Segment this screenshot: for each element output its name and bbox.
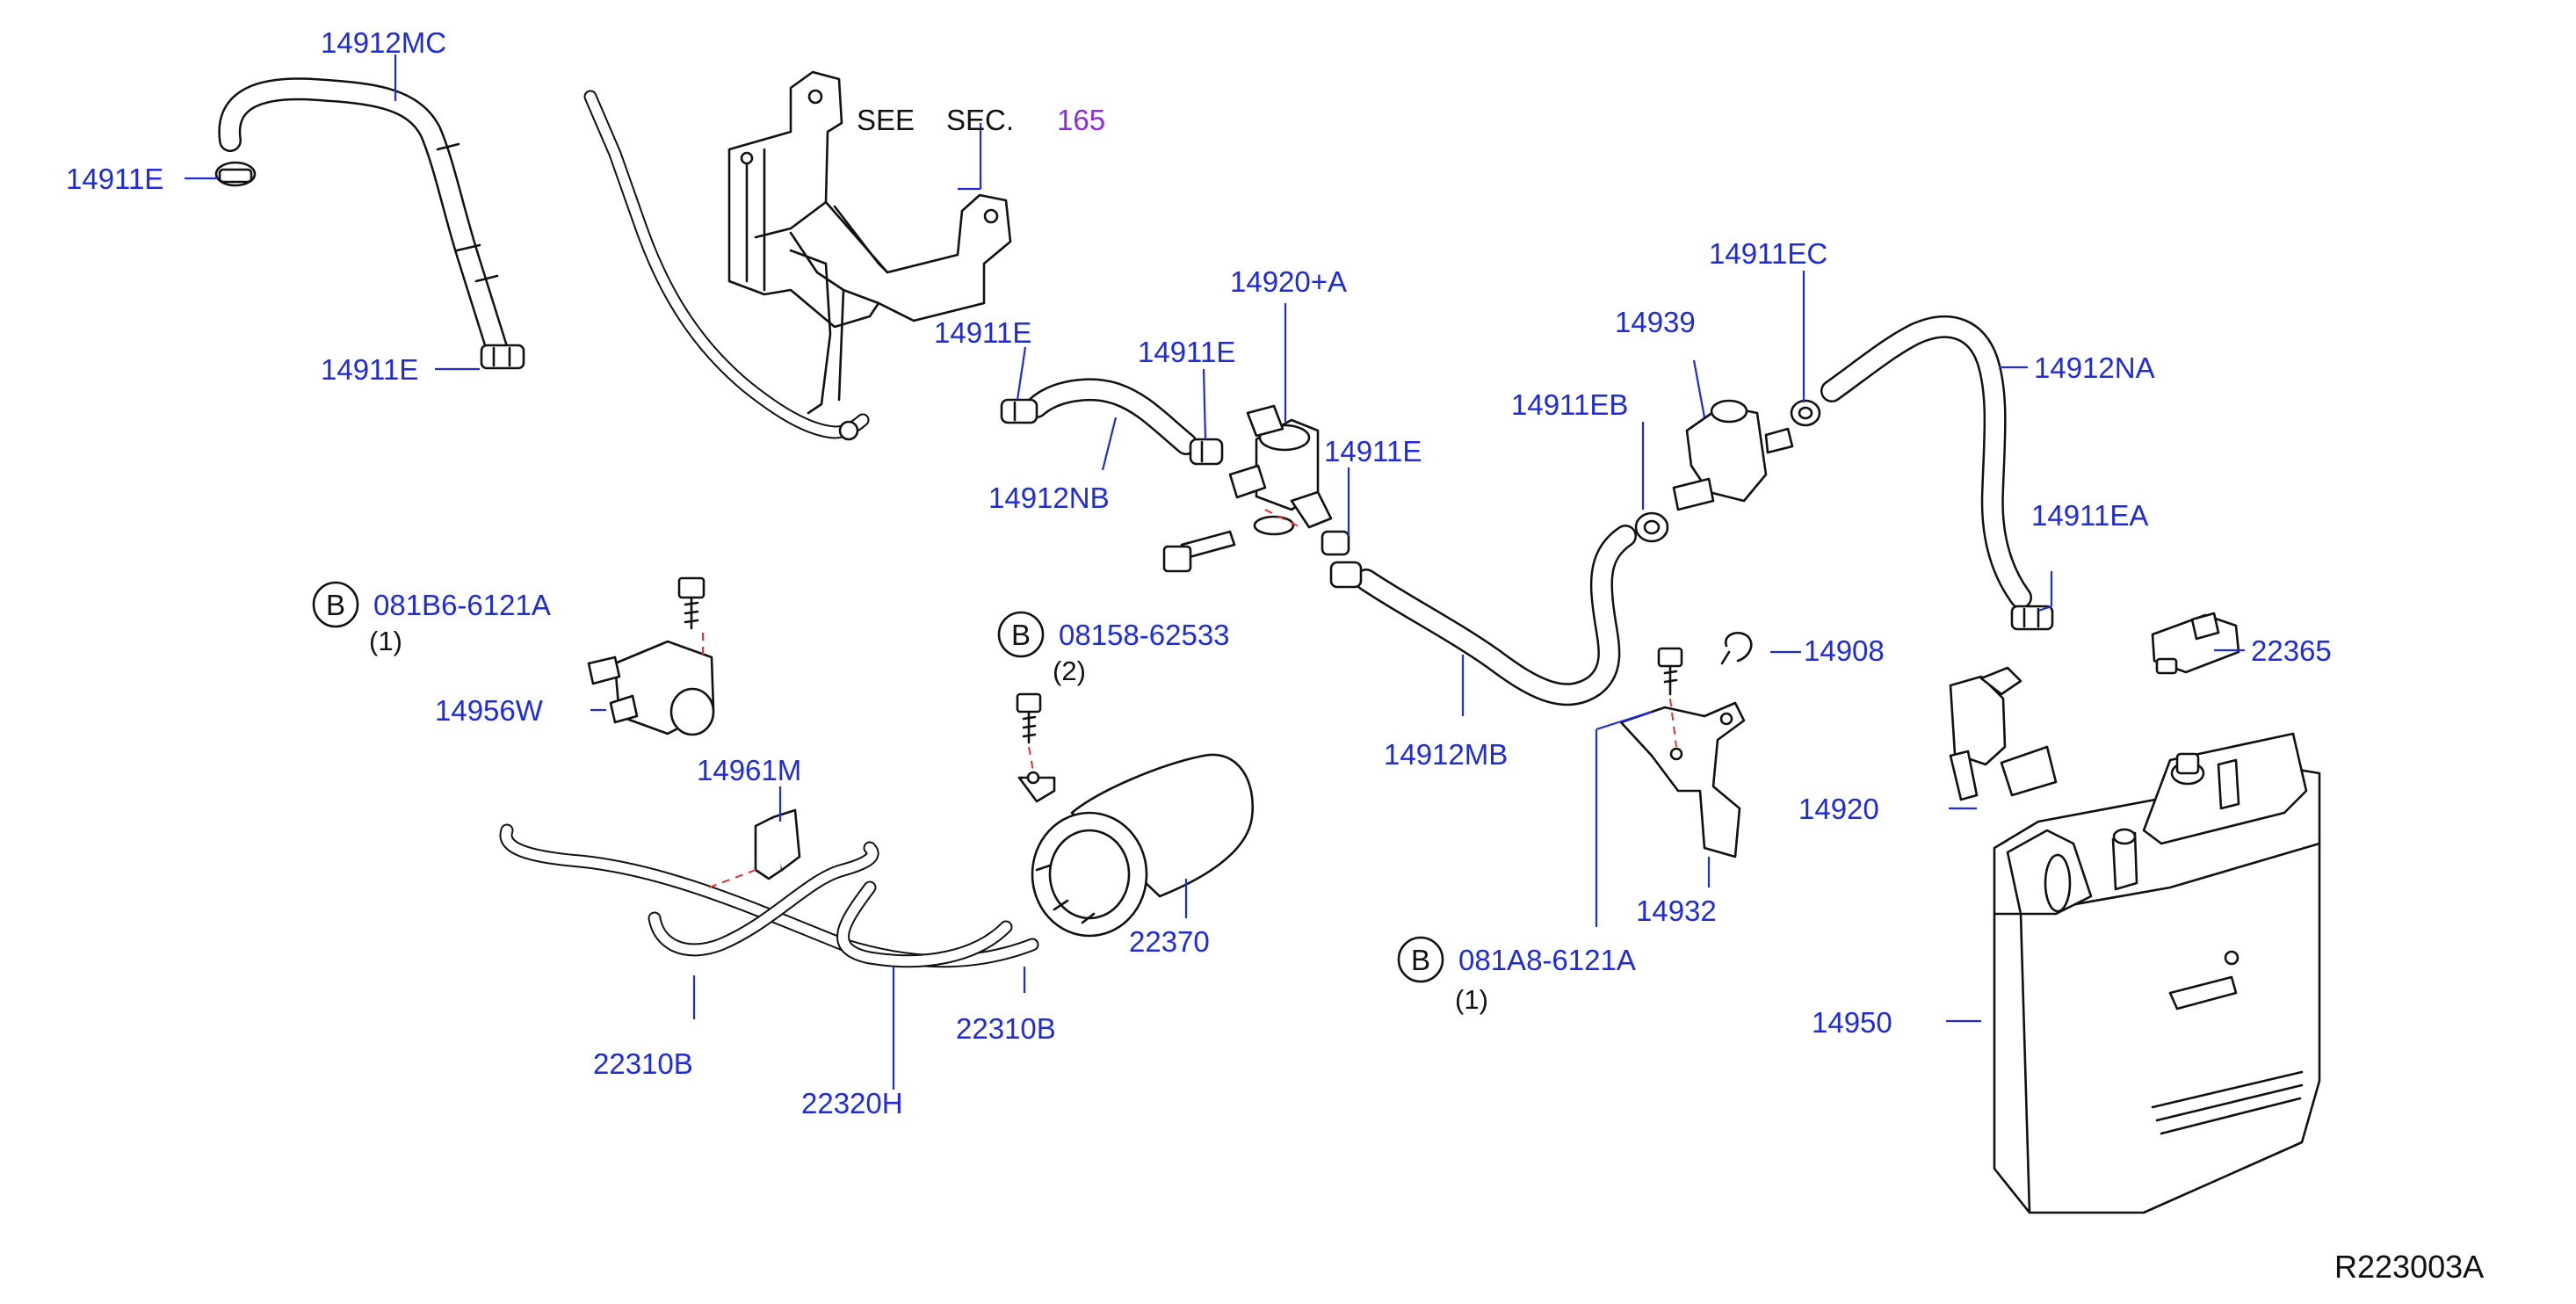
part-14950[interactable]: 14950 [1812,1006,1892,1039]
bolt-qty: (2) [1053,656,1086,686]
bracket-sec165-drawing [583,70,1012,441]
hose-14912NA-drawing [1820,315,2032,609]
bolt-mark: B [326,589,345,621]
part-14932[interactable]: 14932 [1636,895,1717,927]
part-14939[interactable]: 14939 [1615,306,1696,338]
part-14911E-nb-right[interactable]: 14911E [1138,336,1235,368]
bolt-mark-circle [997,611,1045,658]
part-14961M[interactable]: 14961M [697,754,801,786]
part-14912MC[interactable]: 14912MC [321,26,446,59]
part-14911E-nb-left[interactable]: 14911E [934,316,1031,349]
connector-22365-drawing [2151,612,2240,675]
clamp-14911EC-drawing [1790,399,1821,427]
part-14911E-top[interactable]: 14911E [66,163,163,195]
leader-lines [185,54,2245,1090]
part-14912NB[interactable]: 14912NB [988,482,1110,514]
part-14911E-mid[interactable]: 14911E [321,353,418,386]
part-22320H[interactable]: 22320H [801,1087,903,1119]
bolt-callout-08158[interactable]: B 08158-62533 (2) [997,611,1230,686]
see-section-note: SEE SEC. 165 [857,104,1105,136]
bolt-code-081B6-6121A[interactable]: 081B6-6121A [373,589,551,621]
bolt-code-08158-62533[interactable]: 08158-62533 [1059,619,1230,651]
see-label: SEE [857,104,915,136]
bolt-code-081A8-6121A[interactable]: 081A8-6121A [1458,944,1636,976]
valve-14939-drawing [1672,399,1794,511]
bolt-08158-drawing [1016,692,1042,744]
clamp-14911E-top-drawing [214,161,257,187]
clamp-14911E-nb-left-drawing [1000,398,1038,424]
part-22310B-right[interactable]: 22310B [956,1012,1056,1045]
hose-14912MB-drawing [1355,525,1637,706]
part-14920[interactable]: 14920 [1798,793,1879,825]
bolt-callout-081A8[interactable]: B 081A8-6121A (1) [1397,936,1636,1015]
clamp-14911EB-drawing [1634,511,1669,543]
bolt-mark-circle [1397,936,1444,983]
bolt-qty: (1) [1455,984,1488,1015]
clamp-14911E-nb-right-drawing [1189,438,1224,466]
part-14912MB[interactable]: 14912MB [1384,738,1508,771]
diagram-reference-code: R223003A [2334,1249,2484,1285]
clamp-14911E-mid-drawing [480,344,525,370]
valve-14920A-drawing [1228,404,1333,536]
part-14920A[interactable]: 14920+A [1230,265,1347,298]
part-14912NA[interactable]: 14912NA [2034,351,2155,384]
part-14911E-valve[interactable]: 14911E [1324,435,1422,467]
hose-14912MC-drawing [218,77,508,359]
part-22370[interactable]: 22370 [1129,925,1210,958]
clamp-14911E-valve-drawing [1321,530,1350,556]
bolt-mark: B [1411,944,1430,976]
solenoid-14956W-drawing [587,640,715,736]
bolt-callout-081B6[interactable]: B 081B6-6121A (1) [312,581,551,656]
harness-22320H-drawing [499,823,1039,968]
clamp-14911E-mb-drawing [1329,561,1363,589]
bolt-mark-circle [312,581,359,628]
bolt-qty: (1) [369,626,402,656]
part-22365[interactable]: 22365 [2251,634,2332,667]
bracket-14932-drawing [1619,701,1746,858]
clip-14908-drawing [1720,632,1753,665]
part-14911EB[interactable]: 14911EB [1511,388,1628,421]
part-14911EC[interactable]: 14911EC [1709,237,1827,270]
hose-14912NB-drawing [1025,378,1198,455]
part-14911EA[interactable]: 14911EA [2031,499,2148,532]
canister-14950-drawing [1993,732,2321,1214]
section-165-link[interactable]: 165 [1057,104,1105,136]
clamp-14911EA-drawing [2010,605,2054,631]
bolt-081A8-drawing [1657,647,1683,696]
sec-label: SEC. [946,104,1014,136]
clip-14961M-drawing [754,808,801,880]
bolt-08158-small-drawing [1162,530,1236,573]
part-14956W[interactable]: 14956W [435,694,544,727]
bolt-mark: B [1011,619,1031,651]
motor-22370-drawing [1017,753,1255,938]
part-14908[interactable]: 14908 [1804,634,1885,667]
bolt-081B6-drawing [677,576,706,630]
valve-14920-drawing [1949,666,2058,801]
part-22310B-left[interactable]: 22310B [593,1047,693,1080]
